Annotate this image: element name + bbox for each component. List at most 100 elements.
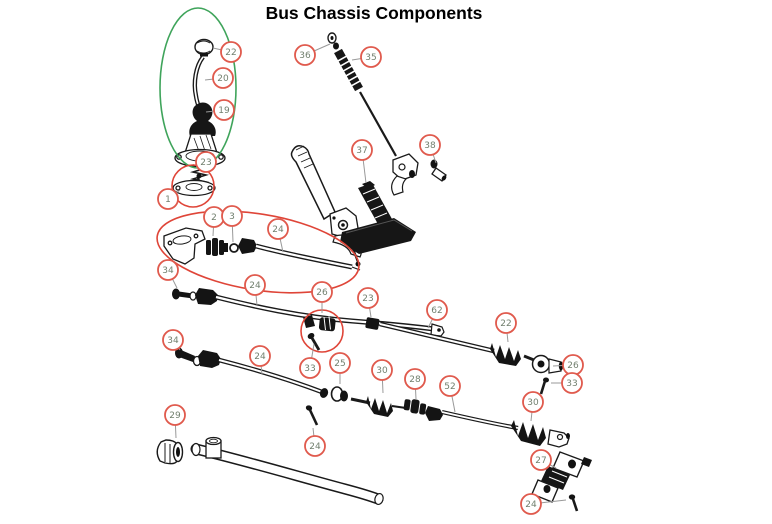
- callout-circle: [522, 391, 544, 413]
- frame-bolt-upper: [189, 291, 197, 301]
- callout-circle: [220, 41, 242, 63]
- shifter-base-plate: [172, 179, 216, 197]
- callout-33: 33: [299, 343, 321, 379]
- callout-circle: [213, 99, 235, 121]
- callout-number: 22: [225, 48, 236, 58]
- callout-number: 19: [218, 106, 230, 116]
- callout-27: 27: [530, 449, 557, 471]
- grommet: [156, 439, 178, 465]
- callout-circle: [426, 299, 448, 321]
- long-rod-drawing: [365, 317, 564, 395]
- accelerator-pedal-drawing: [340, 181, 416, 254]
- front-coupling-drawing: [163, 227, 361, 271]
- callout-circle: [329, 352, 351, 374]
- callout-number: 24: [254, 352, 266, 362]
- callout-number: 22: [500, 319, 511, 329]
- callout-20: 20: [204, 67, 234, 89]
- callout-number: 30: [376, 366, 388, 376]
- callout-28: 28: [404, 368, 426, 400]
- callout-circle: [351, 139, 373, 161]
- callout-number: 23: [200, 158, 211, 168]
- chassis-tube-drawing: [156, 405, 384, 506]
- callout-number: 33: [566, 379, 577, 389]
- callout-number: 23: [362, 294, 373, 304]
- callout-24: 24: [267, 218, 289, 253]
- shift-knob: [194, 38, 214, 56]
- coupling-sleeve-rear: [403, 399, 427, 415]
- callout-number: 24: [272, 225, 284, 235]
- callout-circle: [371, 359, 393, 381]
- callout-circle: [561, 372, 583, 394]
- callout-circle: [164, 404, 186, 426]
- callout-circle: [520, 493, 542, 515]
- callout-52: 52: [439, 375, 461, 413]
- callout-circle: [162, 329, 184, 351]
- callout-62: 62: [426, 299, 448, 329]
- callout-circle: [294, 44, 316, 66]
- callout-number: 26: [567, 361, 579, 371]
- callout-34: 34: [162, 329, 184, 351]
- callout-30: 30: [371, 359, 393, 394]
- callout-number: 26: [316, 288, 328, 298]
- callout-number: 25: [334, 359, 345, 369]
- callout-34: 34: [157, 259, 179, 289]
- callout-circle: [404, 368, 426, 390]
- callout-number: 52: [444, 382, 455, 392]
- callout-number: 34: [167, 336, 179, 346]
- accelerator-push-rod: [359, 91, 397, 157]
- callout-38: 38: [419, 134, 441, 164]
- highlights-layer: [156, 7, 360, 353]
- parts-art-layer: [156, 32, 592, 512]
- callout-33: 33: [551, 372, 583, 394]
- callout-number: 29: [169, 411, 181, 421]
- page-title: Bus Chassis Components: [265, 3, 483, 23]
- callout-24: 24: [520, 493, 567, 515]
- callout-circle: [495, 312, 517, 334]
- callout-circle: [357, 287, 379, 309]
- callout-23: 23: [195, 151, 217, 173]
- callout-number: 24: [249, 281, 261, 291]
- callout-number: 2: [211, 213, 217, 223]
- callout-29: 29: [164, 404, 186, 439]
- callout-circle: [419, 134, 441, 156]
- callout-30: 30: [522, 391, 544, 422]
- callout-circle: [360, 46, 382, 68]
- callout-circle: [244, 274, 266, 296]
- callout-number: 1: [165, 195, 171, 205]
- callout-number: 24: [525, 500, 537, 510]
- callout-1: 1: [157, 188, 181, 210]
- callout-number: 35: [365, 53, 376, 63]
- callout-number: 28: [409, 375, 421, 385]
- callout-circle: [249, 345, 271, 367]
- callout-26: 26: [311, 281, 333, 313]
- callout-circle: [157, 188, 179, 210]
- roller-pin: [430, 159, 438, 169]
- upper-rod-drawing: [172, 288, 445, 351]
- callout-24: 24: [244, 274, 266, 306]
- callout-37: 37: [351, 139, 373, 184]
- callout-22: 22: [212, 41, 242, 63]
- callout-23: 23: [357, 287, 379, 318]
- callout-number: 30: [527, 398, 539, 408]
- callout-number: 24: [309, 442, 321, 452]
- callout-circle: [311, 281, 333, 303]
- shift-boot: [189, 102, 216, 136]
- callout-number: 20: [217, 74, 229, 84]
- callout-number: 34: [162, 266, 174, 276]
- callout-number: 62: [431, 306, 442, 316]
- joint-screw-bottom: [568, 494, 576, 500]
- pedal-base: [340, 218, 416, 254]
- coupler-sleeve: [206, 238, 228, 256]
- callout-19: 19: [205, 99, 235, 121]
- callout-circle: [299, 357, 321, 379]
- small-boot: [366, 396, 393, 417]
- lower-rod-drawing: [175, 347, 570, 448]
- callout-36: 36: [294, 43, 331, 66]
- retaining-ring: [229, 243, 239, 253]
- callout-circle: [530, 449, 552, 471]
- callout-35: 35: [351, 46, 382, 68]
- pedal-face: [358, 183, 392, 226]
